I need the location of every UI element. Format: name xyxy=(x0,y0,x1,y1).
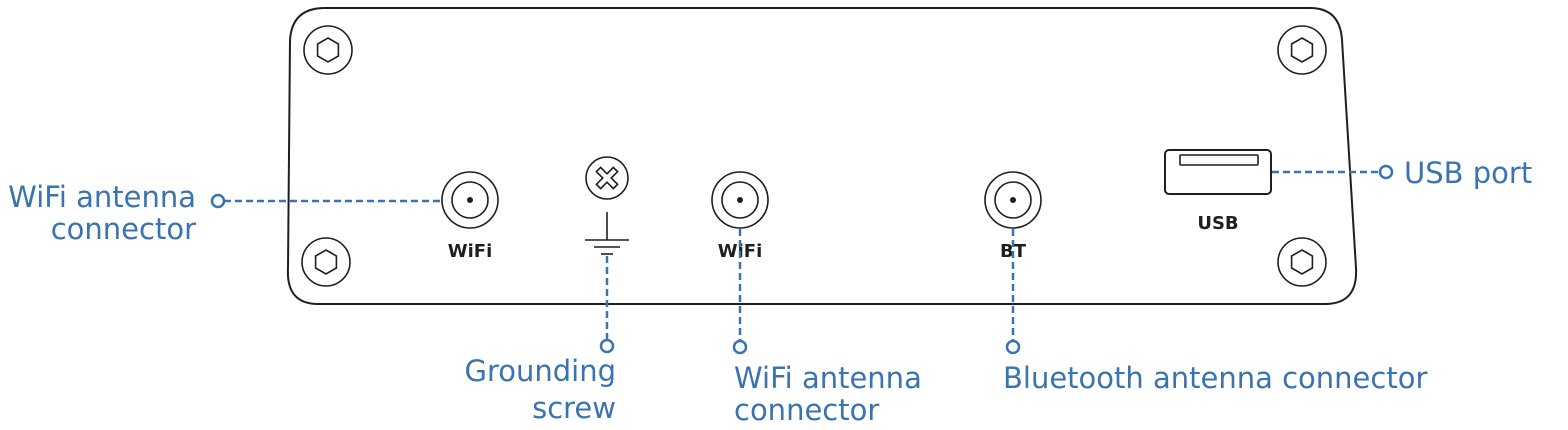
leader-dot-wifi-left xyxy=(210,193,226,209)
leader-dot-usb xyxy=(1378,164,1394,180)
leader-dot-grounding xyxy=(599,338,615,354)
ground-symbol-icon xyxy=(585,212,629,255)
leader-dot-wifi-middle xyxy=(732,339,748,355)
device-body xyxy=(286,7,1358,305)
wifi-antenna-connector-middle xyxy=(711,171,769,229)
callout-usb: USB port xyxy=(1404,156,1532,190)
hex-screw-icon xyxy=(301,237,351,287)
callout-wifi-middle-line2: connector xyxy=(734,393,879,427)
leader-dot-bluetooth xyxy=(1005,339,1021,355)
wifi-left-panel-label: WiFi xyxy=(448,241,493,262)
usb-panel-label: USB xyxy=(1197,213,1238,234)
callout-grounding-line2: screw xyxy=(532,391,616,425)
wifi-antenna-connector-left xyxy=(441,171,499,229)
callout-wifi-middle-line1: WiFi antenna xyxy=(734,361,922,395)
callout-grounding-line1: Grounding xyxy=(464,354,616,388)
callout-bluetooth: Bluetooth antenna connector xyxy=(1003,361,1427,395)
callout-wifi-left-line2: connector xyxy=(51,212,196,246)
callout-wifi-left-line1: WiFi antenna xyxy=(8,180,196,214)
phillips-screw-icon xyxy=(585,156,629,200)
hex-screw-icon xyxy=(1277,25,1327,75)
usb-port xyxy=(1164,149,1272,195)
bluetooth-antenna-connector xyxy=(984,171,1042,229)
hex-screw-icon xyxy=(1277,237,1327,287)
hex-screw-icon xyxy=(303,25,353,75)
